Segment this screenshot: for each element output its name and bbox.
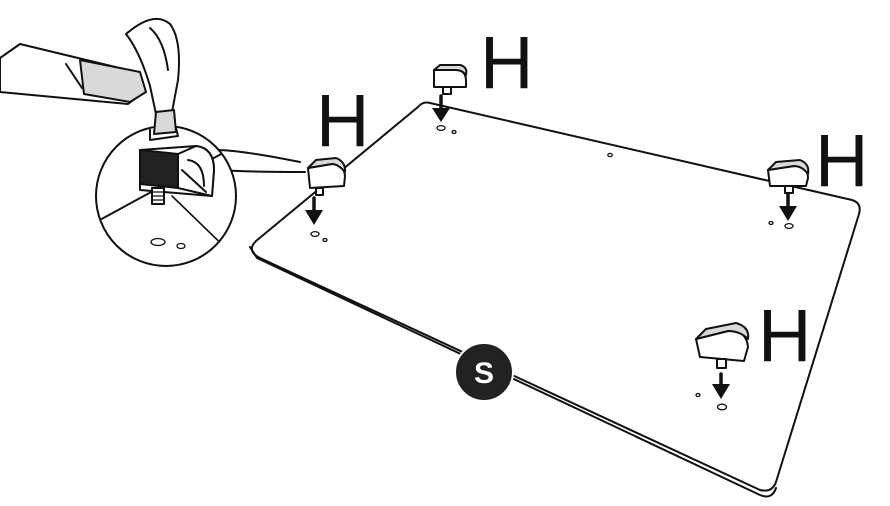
glide-foot-icon <box>767 159 810 194</box>
part-label-h: H <box>316 79 369 162</box>
magnifier-circle <box>95 125 237 267</box>
hammer-icon <box>0 17 180 135</box>
glide-foot-icon <box>307 157 347 196</box>
down-arrow-icon <box>779 192 797 221</box>
glide-foot-icon <box>433 64 468 95</box>
down-arrow-icon <box>432 94 450 122</box>
part-label-h: H <box>480 21 533 104</box>
glide-foot-icon <box>695 322 750 369</box>
part-label-h: H <box>758 294 811 377</box>
board-panel <box>249 101 861 498</box>
board-label-badge: S <box>454 342 514 402</box>
down-arrow-icon <box>712 372 730 399</box>
part-label-h: H <box>815 119 868 202</box>
board-label-s: S <box>474 357 494 390</box>
down-arrow-icon <box>305 196 323 225</box>
